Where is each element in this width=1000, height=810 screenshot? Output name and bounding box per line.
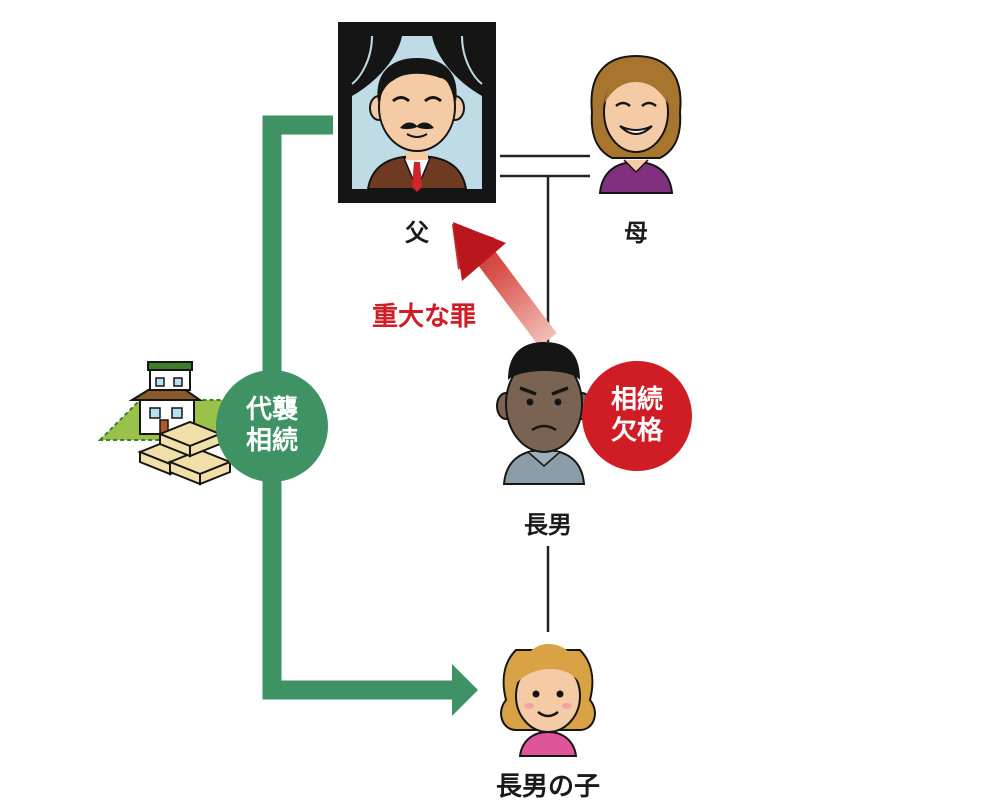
disqualified-badge-line2: 欠格	[610, 416, 663, 446]
family-lines	[500, 154, 590, 632]
substitute-succession-badge: 代襲 相続	[216, 370, 328, 482]
mother-icon	[590, 54, 682, 194]
substitute-badge-line1: 代襲	[245, 394, 298, 425]
substitute-badge-line2: 相続	[245, 426, 298, 456]
disqualified-badge: 相続 欠格	[582, 361, 692, 471]
granddaughter-icon	[500, 644, 596, 757]
crime-label: 重大な罪	[372, 302, 477, 332]
mother-label: 母	[624, 219, 648, 247]
crime-arrow	[452, 222, 557, 347]
grandchild-label: 長男の子	[495, 772, 600, 802]
eldest-son-label: 長男	[524, 511, 572, 539]
father-portrait-icon	[338, 22, 496, 203]
disqualified-badge-line1: 相続	[610, 384, 663, 415]
father-label: 父	[405, 219, 429, 247]
eldest-son-icon	[496, 342, 592, 485]
succession-arrowhead	[452, 664, 478, 716]
